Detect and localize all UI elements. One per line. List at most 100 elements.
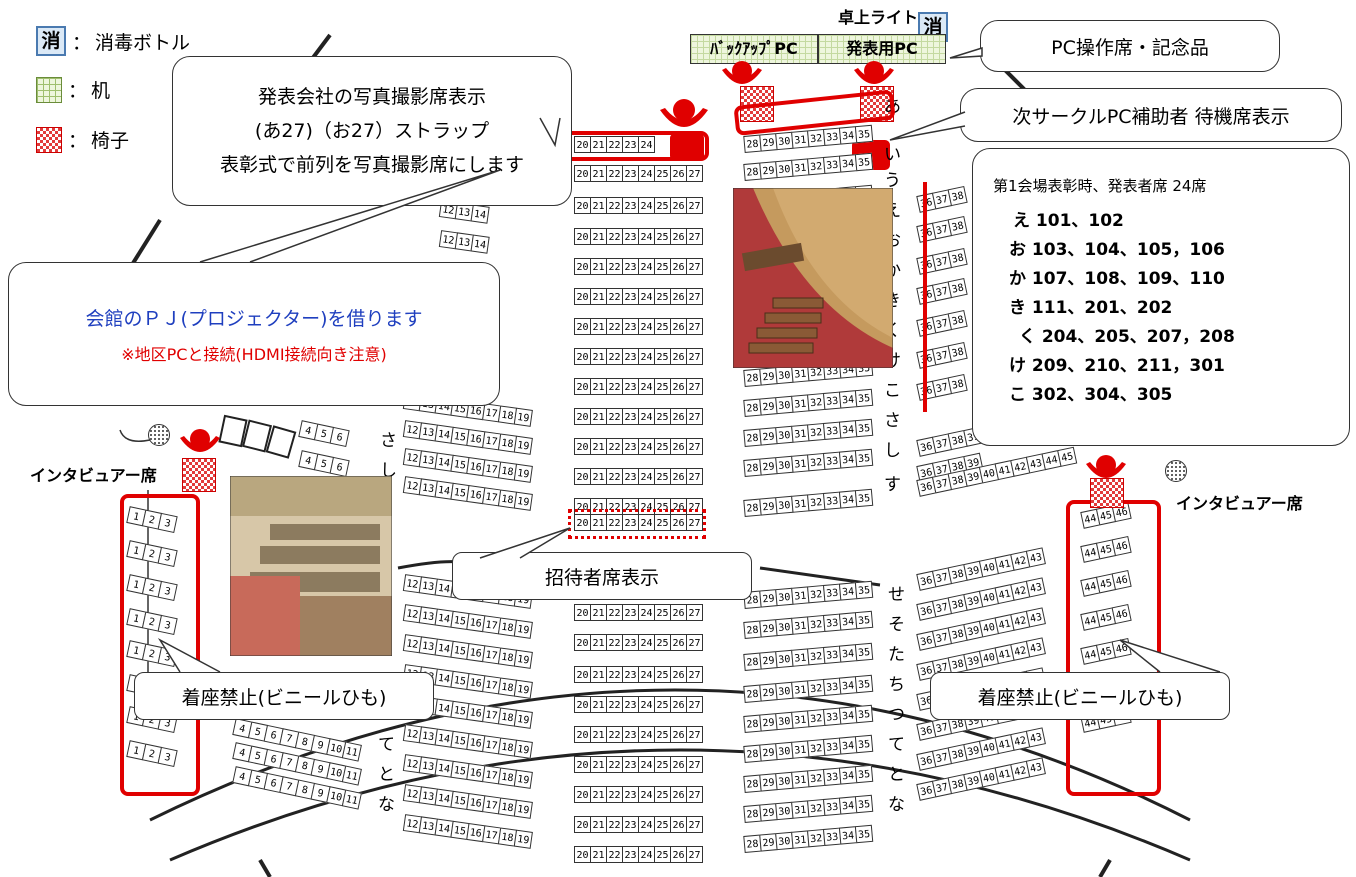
- seat[interactable]: 23: [622, 408, 639, 425]
- seat[interactable]: 23: [622, 468, 639, 485]
- seat[interactable]: 23: [622, 258, 639, 275]
- seat[interactable]: 14: [470, 204, 490, 224]
- seat[interactable]: 21: [590, 228, 607, 245]
- seat[interactable]: 27: [686, 348, 703, 365]
- seat[interactable]: 22: [606, 756, 623, 773]
- seat[interactable]: 20: [574, 604, 591, 621]
- seat[interactable]: 35: [854, 824, 874, 844]
- seat[interactable]: 23: [622, 604, 639, 621]
- seat[interactable]: 19: [513, 649, 533, 669]
- seat[interactable]: 35: [854, 610, 874, 630]
- seat[interactable]: 19: [513, 799, 533, 819]
- seat[interactable]: 21: [590, 696, 607, 713]
- seat[interactable]: 20: [574, 165, 591, 182]
- seat[interactable]: 24: [638, 408, 655, 425]
- seat[interactable]: 25: [654, 288, 671, 305]
- seat[interactable]: 22: [606, 634, 623, 651]
- seat[interactable]: 25: [654, 756, 671, 773]
- seat[interactable]: 35: [854, 642, 874, 662]
- seat[interactable]: 35: [854, 448, 874, 468]
- seat[interactable]: 23: [622, 165, 639, 182]
- seat[interactable]: 26: [670, 318, 687, 335]
- seat[interactable]: 27: [686, 604, 703, 621]
- seat[interactable]: 27: [686, 846, 703, 863]
- seat[interactable]: 22: [606, 438, 623, 455]
- seat[interactable]: 23: [622, 318, 639, 335]
- seat[interactable]: 24: [638, 468, 655, 485]
- seat[interactable]: 21: [590, 378, 607, 395]
- seat[interactable]: 26: [670, 165, 687, 182]
- seat[interactable]: 24: [638, 514, 655, 531]
- seat[interactable]: 23: [622, 634, 639, 651]
- seat[interactable]: 24: [638, 378, 655, 395]
- seat[interactable]: 21: [590, 756, 607, 773]
- seat[interactable]: 22: [606, 604, 623, 621]
- seat[interactable]: 25: [654, 786, 671, 803]
- seat[interactable]: 23: [622, 197, 639, 214]
- seat[interactable]: 35: [854, 418, 874, 438]
- seat[interactable]: 25: [654, 318, 671, 335]
- seat[interactable]: 35: [854, 704, 874, 724]
- seat[interactable]: 19: [513, 407, 533, 427]
- seat[interactable]: 26: [670, 786, 687, 803]
- seat[interactable]: 20: [574, 696, 591, 713]
- seat[interactable]: 26: [670, 408, 687, 425]
- seat[interactable]: 24: [638, 604, 655, 621]
- seat[interactable]: 20: [574, 197, 591, 214]
- seat[interactable]: 22: [606, 816, 623, 833]
- seat[interactable]: 26: [670, 846, 687, 863]
- seat[interactable]: 38: [947, 309, 968, 331]
- seat[interactable]: 23: [622, 288, 639, 305]
- seat[interactable]: 27: [686, 378, 703, 395]
- seat[interactable]: 21: [590, 318, 607, 335]
- seat[interactable]: 23: [622, 816, 639, 833]
- seat[interactable]: 38: [947, 373, 968, 395]
- seat[interactable]: 20: [574, 258, 591, 275]
- seat[interactable]: 19: [513, 463, 533, 483]
- seat[interactable]: 26: [670, 726, 687, 743]
- seat[interactable]: 25: [654, 438, 671, 455]
- seat[interactable]: 21: [590, 288, 607, 305]
- seat[interactable]: 25: [654, 816, 671, 833]
- seat[interactable]: 27: [686, 408, 703, 425]
- seat[interactable]: 27: [686, 197, 703, 214]
- seat[interactable]: 22: [606, 468, 623, 485]
- seat[interactable]: 19: [513, 435, 533, 455]
- seat[interactable]: 23: [622, 756, 639, 773]
- seat[interactable]: 21: [590, 348, 607, 365]
- seat[interactable]: 24: [638, 438, 655, 455]
- seat[interactable]: 24: [638, 318, 655, 335]
- seat[interactable]: 21: [590, 846, 607, 863]
- seat[interactable]: 26: [670, 756, 687, 773]
- seat[interactable]: 19: [513, 769, 533, 789]
- seat[interactable]: 25: [654, 408, 671, 425]
- seat[interactable]: 26: [670, 438, 687, 455]
- seat[interactable]: 27: [686, 696, 703, 713]
- seat[interactable]: 24: [638, 634, 655, 651]
- seat[interactable]: 6: [329, 426, 350, 448]
- seat[interactable]: 22: [606, 165, 623, 182]
- seat[interactable]: 27: [686, 634, 703, 651]
- seat[interactable]: 24: [638, 197, 655, 214]
- seat[interactable]: 23: [622, 348, 639, 365]
- seat[interactable]: 27: [686, 666, 703, 683]
- seat[interactable]: 25: [654, 604, 671, 621]
- seat[interactable]: 22: [606, 378, 623, 395]
- seat[interactable]: 21: [590, 438, 607, 455]
- seat[interactable]: 23: [622, 228, 639, 245]
- seat[interactable]: 27: [686, 756, 703, 773]
- seat[interactable]: 35: [854, 488, 874, 508]
- seat[interactable]: 26: [670, 468, 687, 485]
- seat[interactable]: 26: [670, 604, 687, 621]
- seat[interactable]: 25: [654, 634, 671, 651]
- seat[interactable]: 23: [622, 846, 639, 863]
- seat[interactable]: 43: [1025, 757, 1046, 778]
- seat[interactable]: 38: [947, 215, 968, 237]
- seat[interactable]: 27: [686, 288, 703, 305]
- seat[interactable]: 24: [638, 136, 655, 153]
- seat[interactable]: 35: [854, 124, 874, 144]
- seat[interactable]: 25: [654, 666, 671, 683]
- seat[interactable]: 11: [341, 741, 362, 762]
- seat[interactable]: 22: [606, 696, 623, 713]
- seat[interactable]: 25: [654, 696, 671, 713]
